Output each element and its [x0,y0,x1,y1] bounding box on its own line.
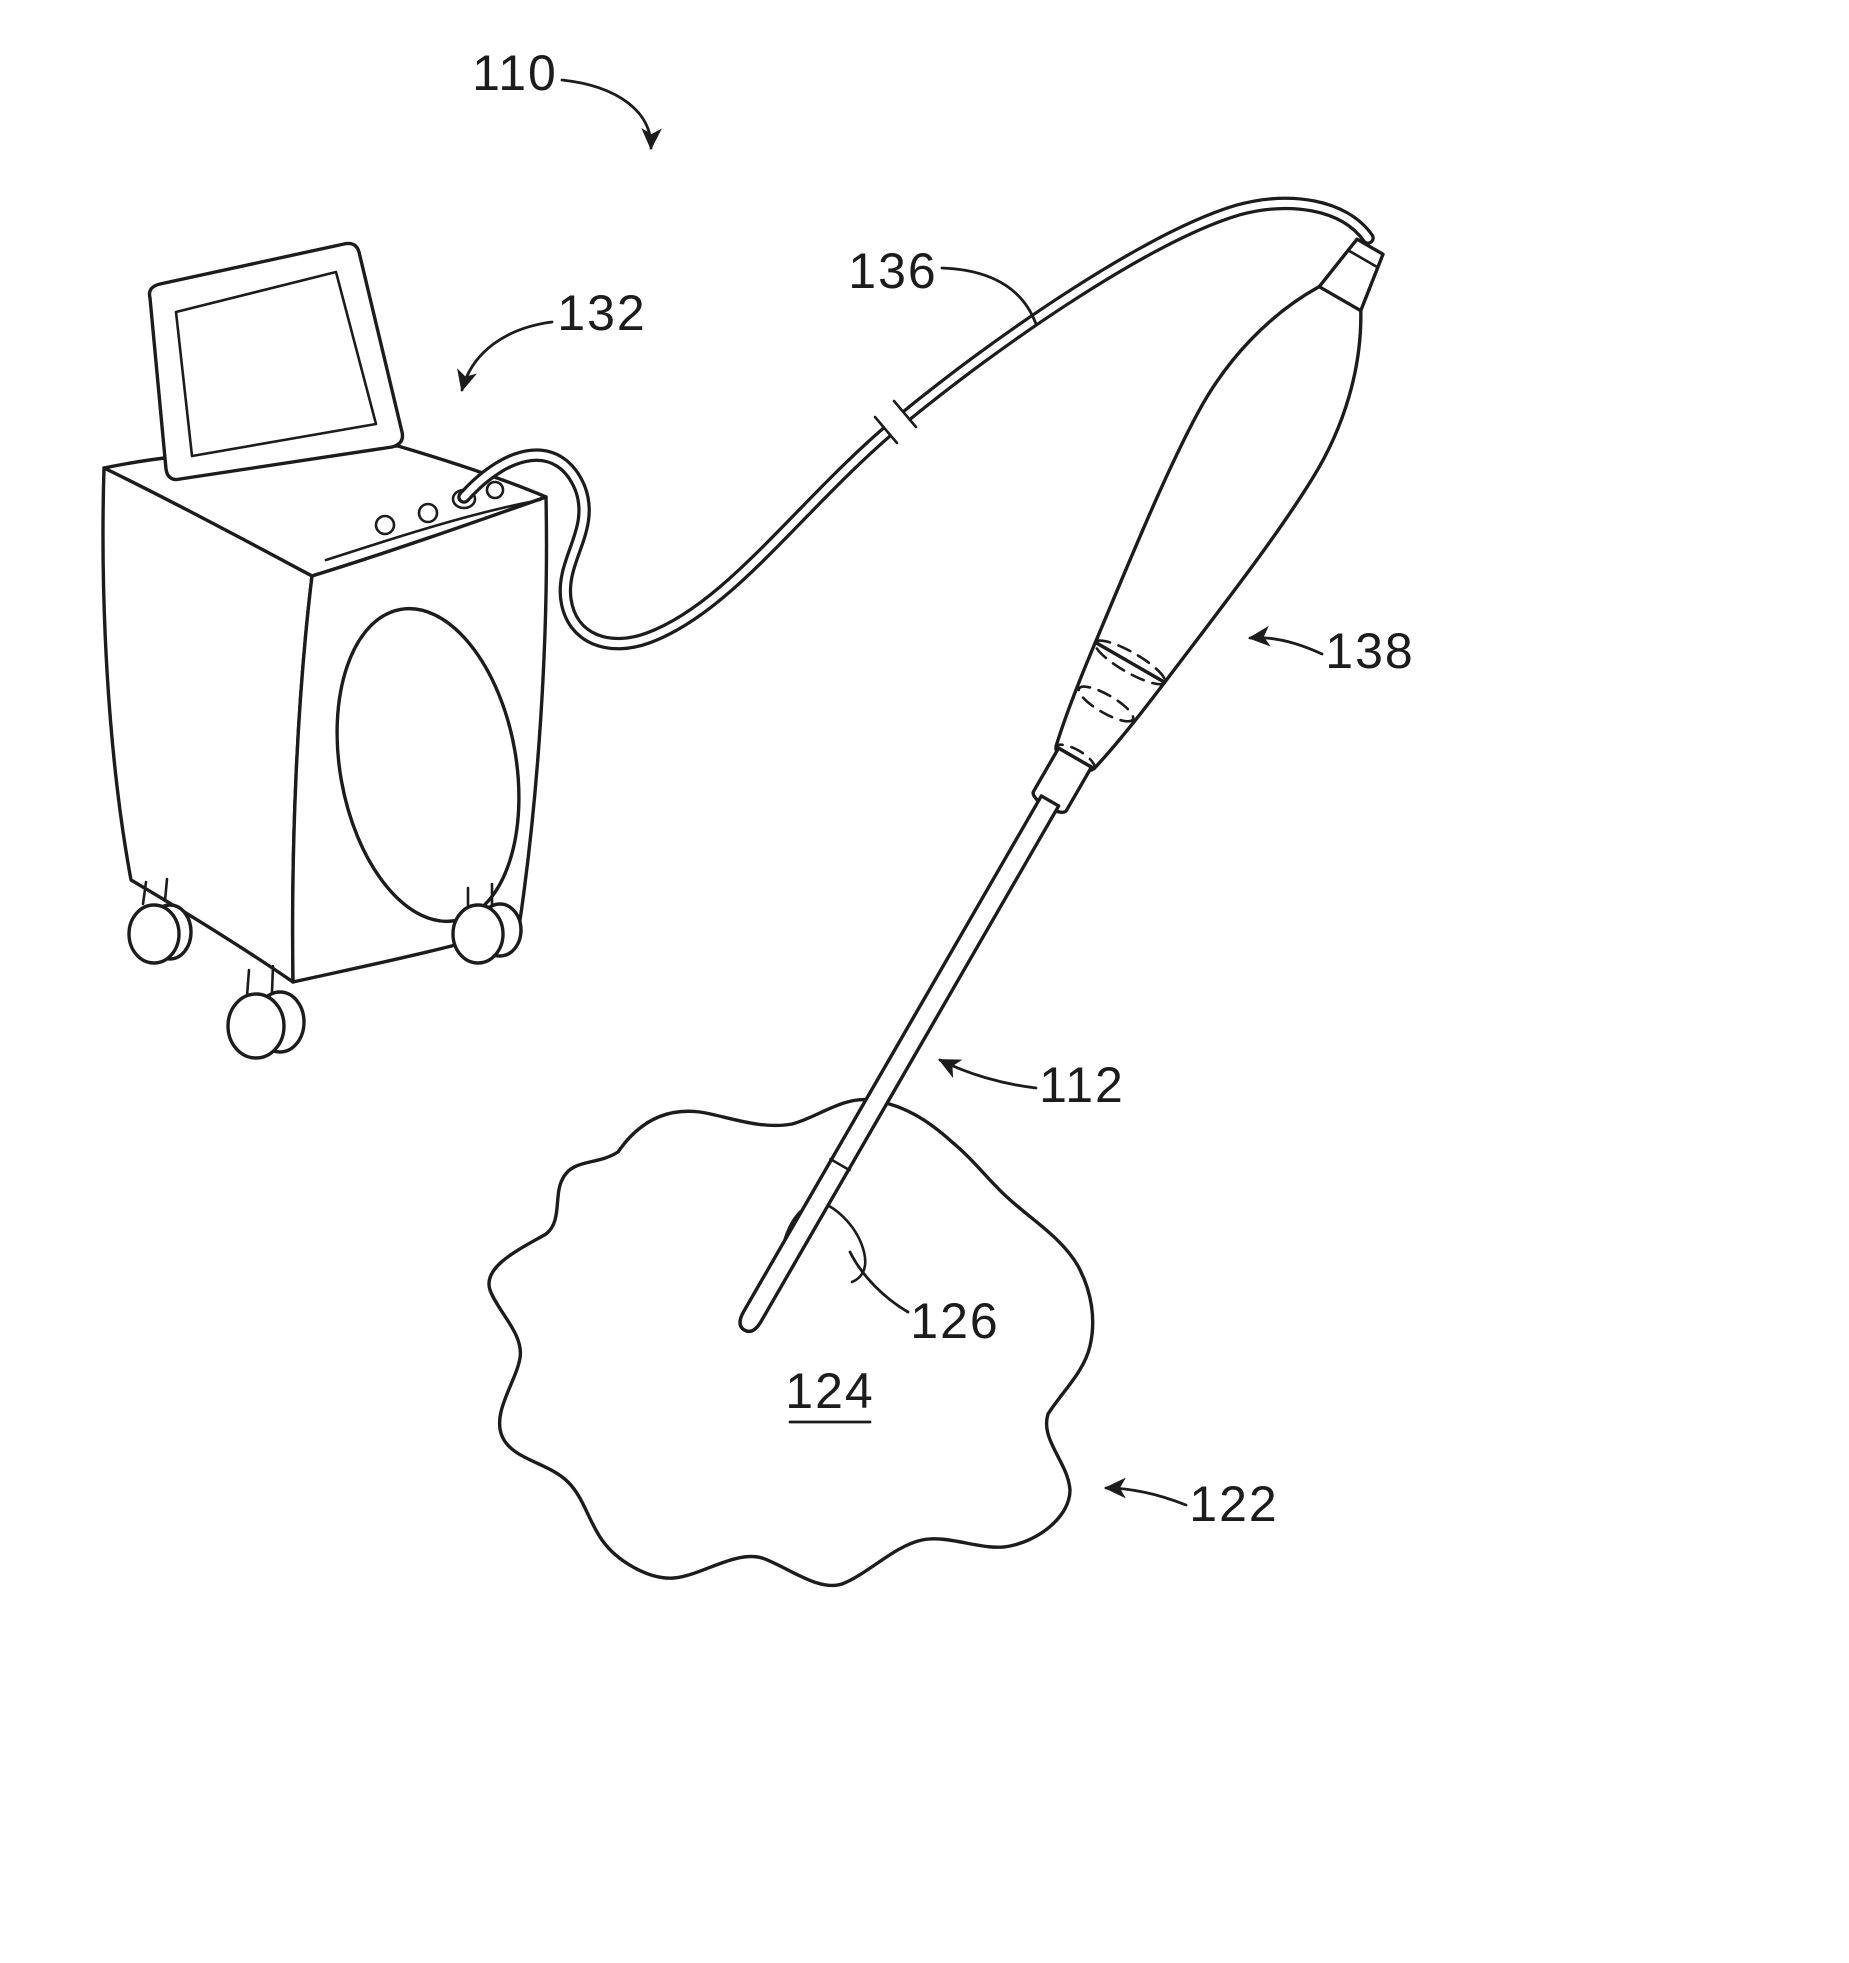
leader-system [560,78,662,150]
leader-probe-shaft [938,1058,1038,1090]
label-probe-shaft: 112 [1039,1057,1125,1113]
cable-core [460,199,1372,648]
caster-wheel-front [226,964,306,1060]
tissue-outline [487,1097,1095,1588]
leader-tissue-region [1104,1477,1188,1507]
monitor-screen [174,270,378,458]
ring-dashed-1 [1093,639,1167,686]
caster-wheel-left [127,877,193,965]
handpiece-body [1093,282,1363,685]
panel-button-3[interactable] [485,480,505,500]
tissue-blob [487,1097,1095,1588]
control-panel-strip [324,498,542,562]
leader-cable [940,266,1038,326]
caster-wheel-right [451,882,523,965]
cable-connector [1317,237,1385,313]
leader-console [457,320,554,392]
leader-insertion-site [848,1250,910,1314]
handpiece-assembly [738,237,1385,1334]
connector-seam [1346,249,1380,269]
label-console: 132 [557,285,646,341]
cable-break-mark [873,399,918,445]
ring-dashed-2 [1077,685,1135,723]
shaft-depth-tick [829,1157,851,1172]
label-insertion-site: 126 [910,1293,999,1349]
cable [457,196,1375,651]
label-cable: 136 [848,243,937,299]
probe-shaft [738,794,1061,1334]
labels: 110 132 136 138 112 126 124 122 [457,45,1414,1532]
monitor-frame [147,241,405,482]
panel-button-2[interactable] [417,502,439,524]
panel-button-1[interactable] [374,514,396,536]
label-system: 110 [472,45,558,101]
label-target-tissue: 124 [785,1363,874,1419]
label-tissue-region: 122 [1189,1476,1278,1532]
label-handpiece: 138 [1325,623,1414,679]
leader-handpiece [1248,625,1324,656]
console-cart [101,241,549,1060]
